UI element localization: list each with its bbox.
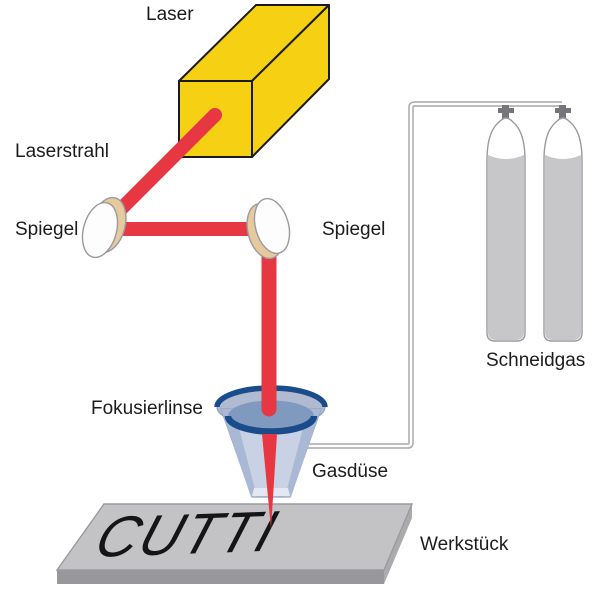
cylinder-valve-stem xyxy=(502,105,509,123)
label-spiegel-right: Spiegel xyxy=(322,219,386,240)
label-fokusierlinse: Fokusierlinse xyxy=(91,398,203,419)
laser-housing xyxy=(178,4,330,158)
mirror-right xyxy=(246,197,291,260)
label-laser: Laser xyxy=(146,4,194,25)
mirror-face xyxy=(253,197,291,255)
label-werkstueck: Werkstück xyxy=(420,534,509,555)
cylinder-valve-bar xyxy=(498,108,514,113)
label-gasduese: Gasdüse xyxy=(312,461,389,482)
workpiece-cut-text: CUTTI xyxy=(88,500,286,570)
label-schneidgas: Schneidgas xyxy=(486,350,586,371)
mirror-left xyxy=(81,196,127,259)
mirror-face xyxy=(81,201,119,259)
label-laserstrahl: Laserstrahl xyxy=(15,141,109,162)
gas-cylinder-left xyxy=(486,105,526,342)
workpiece-slab: CUTTI xyxy=(55,500,414,584)
cylinder-valve-bar xyxy=(555,108,571,113)
workpiece-side-face xyxy=(384,504,412,584)
laser-beam-focused xyxy=(262,434,277,529)
cylinder-fill xyxy=(488,155,524,340)
workpiece-top-face xyxy=(55,503,414,571)
gas-cylinder-right xyxy=(543,105,583,342)
workpiece-front-face xyxy=(57,570,384,584)
cylinder-fill xyxy=(545,155,581,340)
gas-tube-inner xyxy=(303,102,562,448)
cylinder-valve-stem xyxy=(559,105,566,123)
nozzle-cone-left-edge xyxy=(221,409,257,497)
nozzle-cone-right-edge xyxy=(285,409,321,497)
label-spiegel-left: Spiegel xyxy=(15,219,79,240)
lens-front-rim xyxy=(224,415,318,435)
